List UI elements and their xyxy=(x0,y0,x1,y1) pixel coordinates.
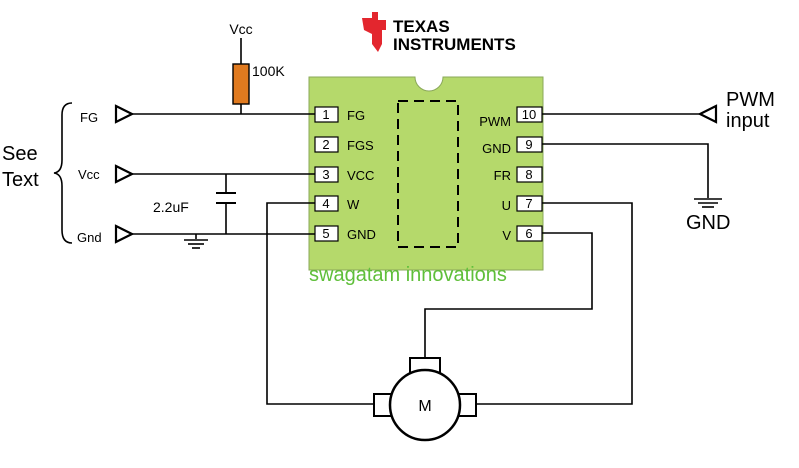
resistor-supply-label: Vcc xyxy=(229,21,252,37)
resistor-100k xyxy=(232,63,250,105)
pin-name-2: FGS xyxy=(347,138,374,153)
ti-logo: TEXAS INSTRUMENTS xyxy=(362,12,516,54)
pin-number-9: 9 xyxy=(525,137,532,152)
pin-name-3: VCC xyxy=(347,168,374,183)
resistor-value-label: 100K xyxy=(252,63,285,79)
pin-name-9: GND xyxy=(482,141,511,156)
motor-body xyxy=(388,368,462,442)
see-text-note-line2: Text xyxy=(2,169,39,191)
wires xyxy=(53,38,709,405)
left-input-arrows xyxy=(114,104,135,244)
ti-logo-line1: TEXAS xyxy=(393,17,450,36)
pwm-label-line2: input xyxy=(726,110,770,132)
ic-right-pins: 10 9 8 7 6 PWM GND FR U V xyxy=(479,106,543,243)
gnd-right-label: GND xyxy=(686,212,730,234)
left-label-vcc: Vcc xyxy=(78,167,100,182)
pin-name-6: V xyxy=(502,228,511,243)
ic-die-outline xyxy=(397,100,459,248)
pin-name-8: FR xyxy=(494,168,511,183)
capacitor-value-label: 2.2uF xyxy=(153,199,189,215)
wire-u-motor xyxy=(474,202,633,405)
ground-symbol-left-icon xyxy=(184,239,208,249)
wire-gnd-pin9 xyxy=(542,143,709,198)
ground-symbol-right-icon xyxy=(694,198,722,208)
see-text-bracket xyxy=(53,102,73,244)
pin-box-2 xyxy=(314,136,339,153)
left-label-fg: FG xyxy=(80,110,98,125)
pin-number-4: 4 xyxy=(322,196,329,211)
gnd-input-arrow-icon xyxy=(114,224,135,244)
ti-logo-mark xyxy=(362,12,386,52)
ti-logo-line2: INSTRUMENTS xyxy=(393,35,516,54)
pin-name-10: PWM xyxy=(479,114,511,129)
wire-v-motor xyxy=(424,232,593,358)
pin-number-7: 7 xyxy=(525,196,532,211)
pin-number-2: 2 xyxy=(322,137,329,152)
pin-name-5: GND xyxy=(347,227,376,242)
pin-box-8 xyxy=(516,166,543,183)
pin-name-4: W xyxy=(347,197,360,212)
motor-label: M xyxy=(418,398,431,415)
ic-left-pins: 1 2 3 4 5 FG FGS VCC W GND xyxy=(314,106,376,242)
fg-input-arrow-icon xyxy=(114,104,135,124)
pin-number-6: 6 xyxy=(525,226,532,241)
capacitor xyxy=(216,192,236,204)
motor: M xyxy=(373,357,477,442)
vcc-input-arrow-icon xyxy=(114,164,135,184)
wire-w-motor xyxy=(266,202,374,405)
pin-name-7: U xyxy=(502,198,511,213)
watermark: swagatam innovations xyxy=(309,264,507,286)
pin-number-1: 1 xyxy=(322,107,329,122)
ic-body xyxy=(308,76,544,271)
pin-name-1: FG xyxy=(347,108,365,123)
ic-chip: swagatam innovations xyxy=(308,76,544,286)
pin-number-5: 5 xyxy=(322,226,329,241)
pwm-input-arrow-icon xyxy=(697,104,718,124)
see-text-note-line1: See xyxy=(2,143,38,165)
pin-number-3: 3 xyxy=(322,167,329,182)
pin-number-8: 8 xyxy=(525,167,532,182)
pin-number-10: 10 xyxy=(522,107,536,122)
pwm-label-line1: PWM xyxy=(726,89,775,111)
left-label-gnd: Gnd xyxy=(77,230,102,245)
